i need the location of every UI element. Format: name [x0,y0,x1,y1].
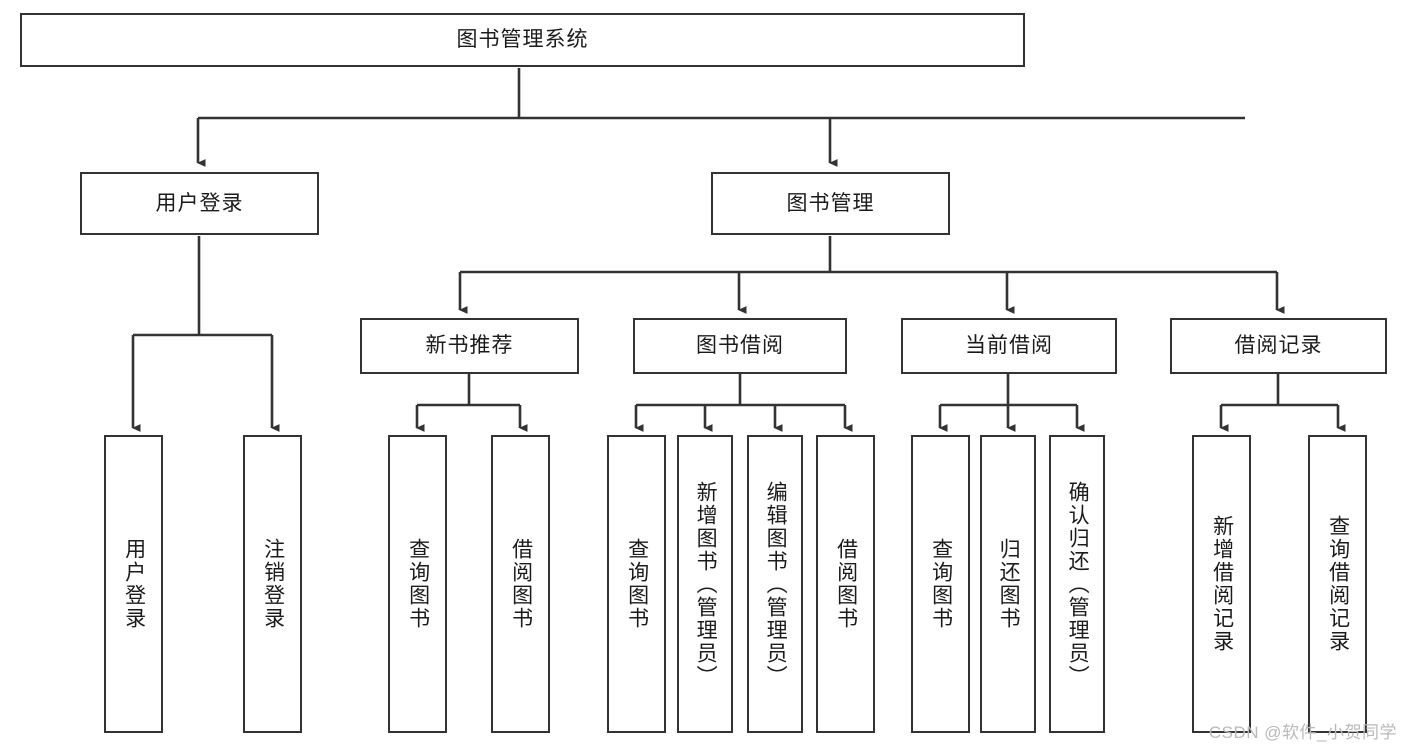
node-current-borrow[interactable]: 当前借阅 [901,318,1117,374]
csdn-watermark: CSDN @软件_小贺同学 [1208,723,1397,742]
node-leaf-add-borrow-record[interactable]: 新增借阅记录 [1192,435,1251,733]
node-new-book-recommend[interactable]: 新书推荐 [360,318,579,374]
node-borrow-record-label: 借阅记录 [1234,334,1323,358]
node-leaf-edit-book-admin-label: 编辑图书（管理员） [764,480,788,688]
node-root-system-label: 图书管理系统 [456,28,589,52]
node-leaf-borrow-book[interactable]: 借阅图书 [816,435,875,733]
node-user-login-label: 用户登录 [155,191,244,215]
node-leaf-query-book-borrow[interactable]: 查询图书 [607,435,666,733]
node-book-borrow[interactable]: 图书借阅 [633,318,847,374]
node-leaf-edit-book-admin[interactable]: 编辑图书（管理员） [747,435,803,733]
node-book-manage[interactable]: 图书管理 [711,172,950,235]
node-book-borrow-label: 图书借阅 [696,334,784,358]
node-current-borrow-label: 当前借阅 [965,334,1053,358]
node-root-system[interactable]: 图书管理系统 [20,13,1025,67]
node-leaf-query-book-current-label: 查询图书 [929,538,953,630]
node-leaf-borrow-book-rec[interactable]: 借阅图书 [491,435,550,733]
node-leaf-return-book-label: 归还图书 [997,538,1021,630]
node-leaf-user-login-label: 用户登录 [122,538,146,630]
node-leaf-add-book-admin-label: 新增图书（管理员） [694,480,718,688]
node-leaf-logout-login[interactable]: 注销登录 [243,435,302,733]
node-leaf-add-borrow-record-label: 新增借阅记录 [1210,515,1234,653]
node-leaf-query-book-rec-label: 查询图书 [406,538,430,630]
node-leaf-query-book-borrow-label: 查询图书 [625,538,649,630]
node-book-manage-label: 图书管理 [786,191,875,215]
node-leaf-logout-login-label: 注销登录 [261,538,285,630]
node-leaf-query-book-current[interactable]: 查询图书 [911,435,970,733]
node-leaf-borrow-book-label: 借阅图书 [834,538,858,630]
node-leaf-user-login[interactable]: 用户登录 [104,435,163,733]
node-leaf-return-book[interactable]: 归还图书 [980,435,1036,733]
node-leaf-confirm-return-admin-label: 确认归还（管理员） [1066,480,1090,688]
node-leaf-add-book-admin[interactable]: 新增图书（管理员） [677,435,733,733]
node-borrow-record[interactable]: 借阅记录 [1170,318,1387,374]
node-leaf-borrow-book-rec-label: 借阅图书 [509,538,533,630]
node-leaf-query-book-rec[interactable]: 查询图书 [388,435,447,733]
node-new-book-recommend-label: 新书推荐 [425,334,514,358]
node-user-login[interactable]: 用户登录 [80,172,319,235]
node-leaf-query-borrow-record-label: 查询借阅记录 [1326,515,1350,653]
node-leaf-confirm-return-admin[interactable]: 确认归还（管理员） [1049,435,1105,733]
node-leaf-query-borrow-record[interactable]: 查询借阅记录 [1308,435,1367,733]
